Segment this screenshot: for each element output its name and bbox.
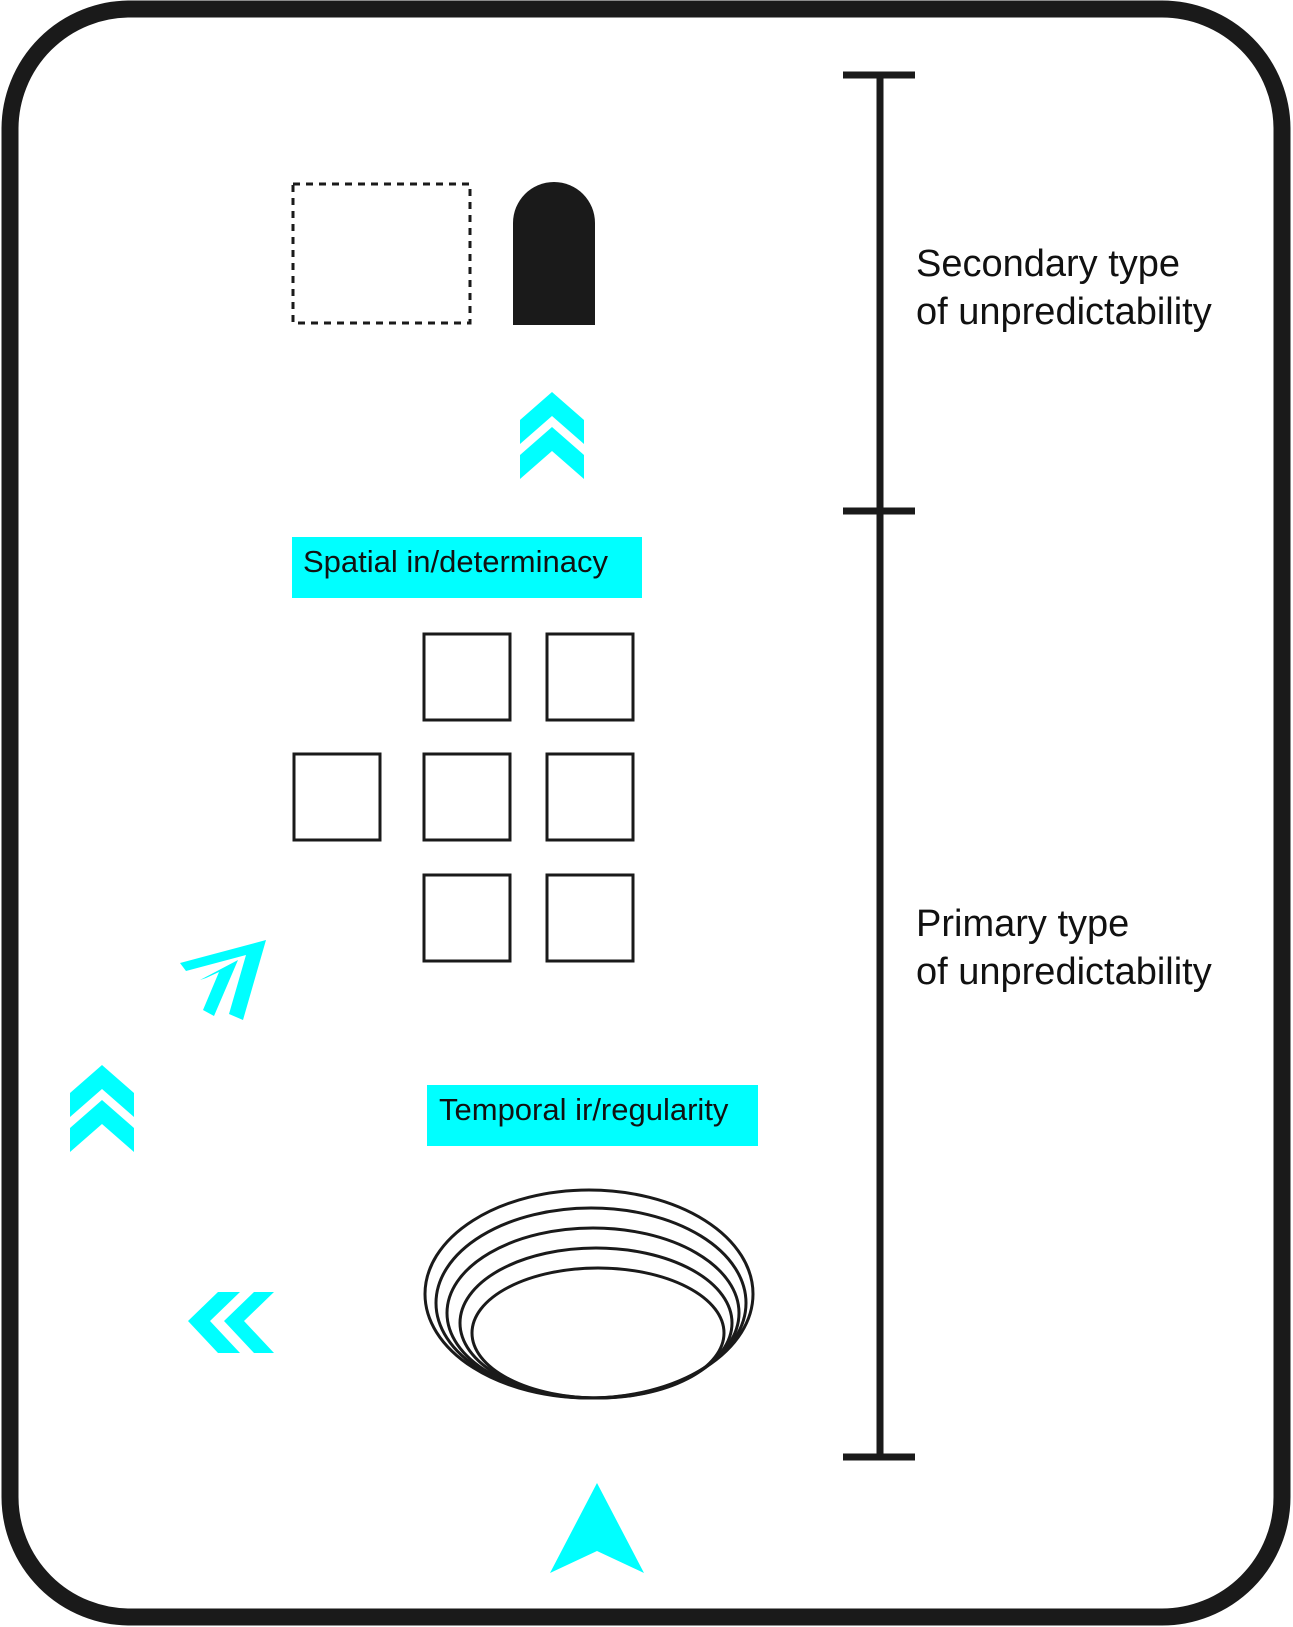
temporal-label: Temporal ir/regularity — [439, 1092, 729, 1127]
concentric-rings-icon — [423, 1188, 755, 1400]
grid-square — [422, 752, 512, 842]
double-chevron-up-right-icon — [180, 940, 266, 1020]
double-chevron-up-icon — [520, 392, 584, 479]
primary-type-label: Primary type of unpredictability — [916, 903, 1212, 993]
grid-square — [422, 632, 512, 722]
temporal-label-box — [427, 1085, 758, 1146]
double-chevron-up-icon — [70, 1065, 134, 1152]
grid-square — [422, 873, 512, 963]
grid-square — [545, 873, 635, 963]
square-grid — [292, 632, 635, 963]
primary-type-line2: of unpredictability — [916, 951, 1212, 993]
secondary-type-line1: Secondary type — [916, 243, 1180, 285]
primary-type-line1: Primary type — [916, 903, 1129, 945]
arch-block-icon — [513, 182, 595, 325]
spatial-label: Spatial in/determinacy — [303, 544, 608, 579]
arrowhead-up-icon — [550, 1483, 644, 1573]
scale-bar — [843, 71, 915, 1461]
double-chevron-left-icon — [188, 1292, 274, 1353]
secondary-type-line2: of unpredictability — [916, 291, 1212, 333]
secondary-type-label: Secondary type of unpredictability — [916, 243, 1212, 333]
grid-square — [292, 752, 382, 842]
dashed-empty-box — [291, 182, 472, 325]
grid-square — [545, 752, 635, 842]
grid-square — [545, 632, 635, 722]
spatial-label-box — [292, 537, 642, 598]
